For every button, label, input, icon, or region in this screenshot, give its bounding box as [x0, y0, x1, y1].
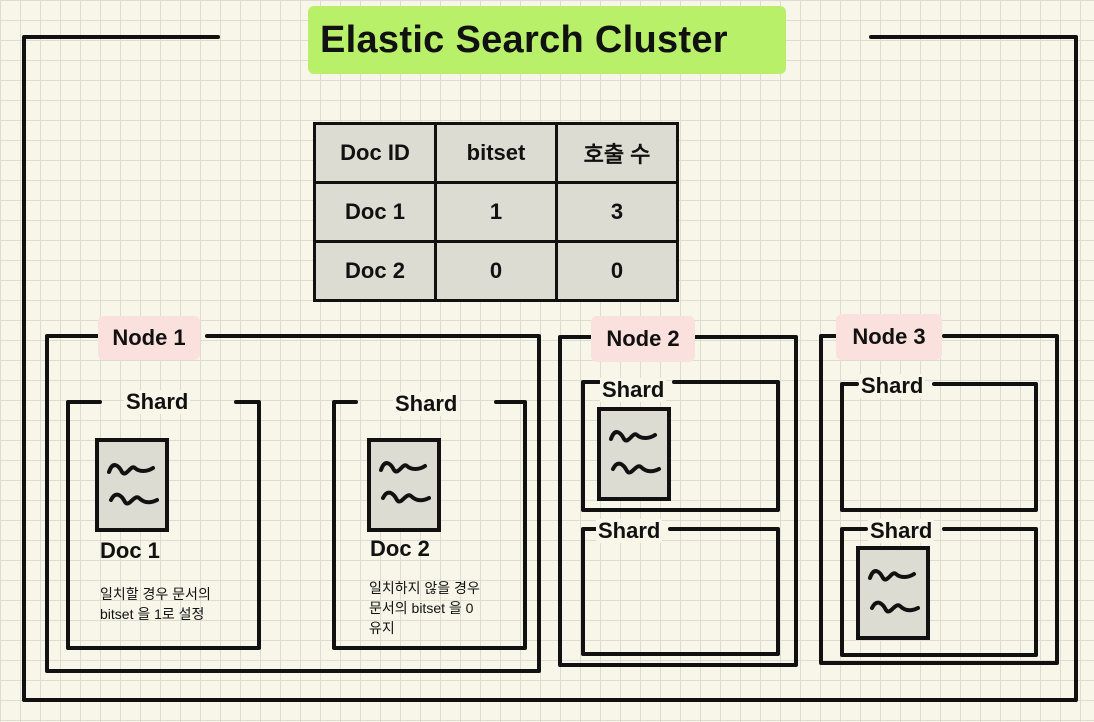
node2-border [558, 335, 798, 667]
table-cell: 1 [434, 181, 558, 243]
table-cell: 3 [555, 181, 679, 243]
node1-badge: Node 1 [98, 316, 200, 360]
note-line: bitset 을 1로 설정 [100, 606, 205, 622]
document-icon [856, 546, 930, 640]
note-line: 문서의 bitset 을 0 [369, 600, 474, 616]
doc1-label: Doc 1 [100, 538, 160, 563]
cluster-title: Elastic Search Cluster [308, 6, 786, 74]
table-header-row: Doc ID bitset 호출 수 [313, 122, 679, 184]
table-header-cell: 호출 수 [555, 122, 679, 184]
node1-shard1-label: Shard [124, 389, 191, 414]
note-line: 유지 [369, 620, 395, 636]
node3-shard2-border [840, 527, 1038, 657]
node1-shard1-border [66, 400, 261, 650]
node2-shard1-border [581, 380, 780, 512]
node1-shard2-border [332, 400, 527, 650]
table-header-cell: bitset [434, 122, 558, 184]
bitset-table: Doc ID bitset 호출 수 Doc 1 1 3 Doc 2 0 0 [313, 122, 679, 302]
table-row: Doc 1 1 3 [313, 181, 679, 243]
doc2-note: 일치하지 않을 경우 문서의 bitset 을 0 유지 [369, 578, 480, 638]
document-icon [597, 407, 671, 501]
note-line: 일치하지 않을 경우 [369, 580, 480, 596]
table-cell: Doc 1 [313, 181, 437, 243]
table-cell: Doc 2 [313, 240, 437, 302]
node3-border [819, 334, 1059, 665]
node2-shard1-label: Shard [600, 377, 667, 402]
node3-badge: Node 3 [836, 314, 942, 360]
document-icon [367, 438, 441, 532]
node1-shard2-label: Shard [393, 391, 460, 416]
note-line: 일치할 경우 문서의 [100, 586, 211, 602]
table-row: Doc 2 0 0 [313, 240, 679, 302]
table-header-cell: Doc ID [313, 122, 437, 184]
doc2-label: Doc 2 [370, 536, 430, 561]
cluster-border [22, 35, 1078, 702]
doc1-note: 일치할 경우 문서의 bitset 을 1로 설정 [100, 584, 211, 624]
node2-shard2-label: Shard [596, 518, 663, 543]
node2-shard2-border [581, 527, 780, 656]
table-cell: 0 [434, 240, 558, 302]
table-cell: 0 [555, 240, 679, 302]
node3-shard1-label: Shard [859, 373, 926, 398]
document-icon [95, 438, 169, 532]
node2-badge: Node 2 [591, 316, 695, 362]
node3-shard2-label: Shard [868, 518, 935, 543]
node3-shard1-border [840, 382, 1038, 512]
node1-border [45, 334, 541, 673]
